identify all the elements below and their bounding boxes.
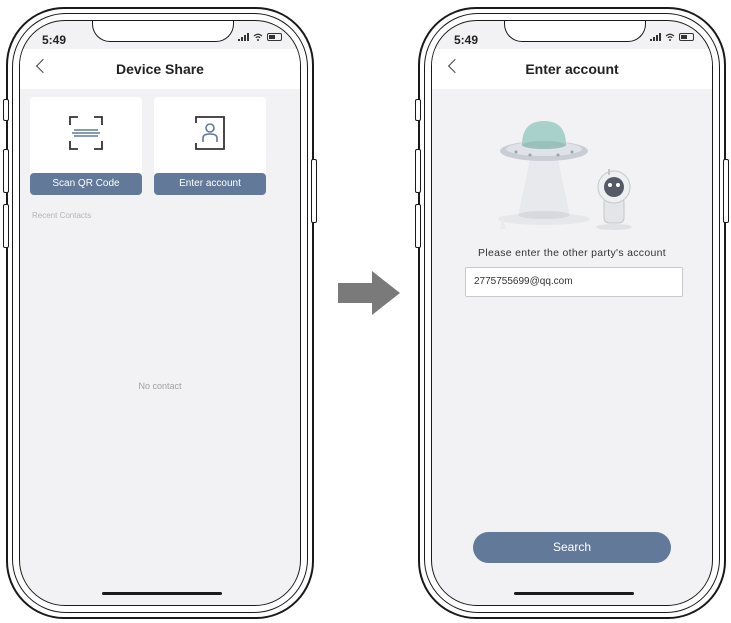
- empty-state-text: No contact: [138, 381, 182, 391]
- scan-qr-card[interactable]: Scan QR Code: [30, 97, 142, 195]
- status-time: 5:49: [454, 33, 479, 47]
- volume-up-button: [3, 149, 9, 193]
- page-title: Enter account: [525, 61, 619, 77]
- status-time: 5:49: [42, 33, 67, 47]
- scan-qr-button[interactable]: Scan QR Code: [30, 173, 142, 195]
- battery-icon: [679, 33, 694, 41]
- phone-frame: [12, 13, 308, 613]
- recent-contacts-label: Recent Contacts: [32, 211, 92, 220]
- home-indicator[interactable]: [102, 592, 222, 595]
- power-button: [723, 159, 729, 223]
- qr-scan-icon: [69, 116, 103, 150]
- mute-switch: [415, 99, 421, 121]
- power-button: [311, 159, 317, 223]
- wifi-icon: [253, 33, 263, 41]
- screen-device-share: Device Share 5:49 Scan QR Code Enter: [19, 20, 301, 606]
- nav-bar: Device Share: [20, 49, 300, 89]
- status-icons: [650, 33, 694, 41]
- account-icon: [195, 116, 225, 150]
- phone-left: Device Share 5:49 Scan QR Code Enter: [3, 7, 317, 619]
- account-prompt: Please enter the other party's account: [478, 247, 666, 259]
- enter-account-button[interactable]: Enter account: [154, 173, 266, 195]
- signal-icon: [650, 33, 661, 41]
- account-input[interactable]: 2775755699@qq.com: [465, 267, 683, 297]
- transition-arrow-icon: [338, 271, 400, 315]
- screen-enter-account: Enter account 5:49 Please e: [431, 20, 713, 606]
- phone-right: Enter account 5:49 Please e: [415, 7, 729, 619]
- status-icons: [238, 33, 282, 41]
- page-title: Device Share: [116, 61, 204, 77]
- notch: [504, 21, 646, 42]
- mute-switch: [3, 99, 9, 121]
- volume-down-button: [415, 204, 421, 248]
- nav-bar: Enter account: [432, 49, 712, 89]
- phone-frame: [424, 13, 720, 613]
- wifi-icon: [665, 33, 675, 41]
- signal-icon: [238, 33, 249, 41]
- volume-up-button: [415, 149, 421, 193]
- notch: [92, 21, 234, 42]
- ufo-robot-illustration: [498, 121, 632, 230]
- volume-down-button: [3, 204, 9, 248]
- home-indicator[interactable]: [514, 592, 634, 595]
- battery-icon: [267, 33, 282, 41]
- enter-account-card[interactable]: Enter account: [154, 97, 266, 195]
- search-button[interactable]: Search: [473, 532, 671, 563]
